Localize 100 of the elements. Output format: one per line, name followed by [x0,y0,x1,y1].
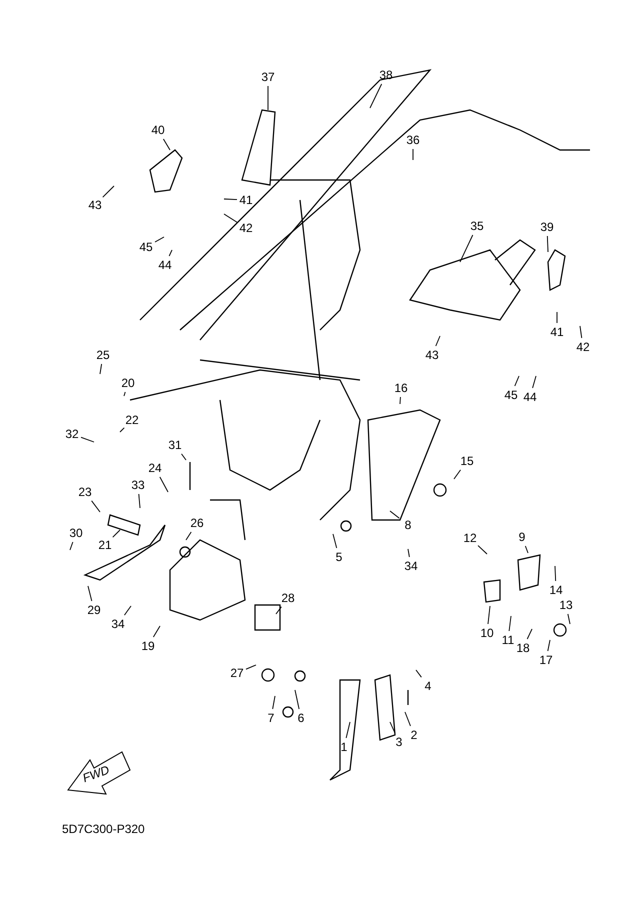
leader-line [524,546,528,554]
leader-line [416,670,422,678]
callout-number: 2 [410,728,418,742]
leader-line [547,640,550,652]
callout-number: 33 [130,478,146,492]
callout-number: 16 [393,381,409,395]
leader-line [546,236,548,252]
callout-number: 42 [238,221,254,235]
leader-line [346,722,350,738]
direction-label: FWD [80,762,112,786]
leader-line [100,364,102,374]
callout-number: 41 [549,325,565,339]
leader-line [159,476,168,492]
callout-number: 43 [424,348,440,362]
leader-line [88,586,92,602]
leader-line [554,566,556,582]
leader-line [138,494,140,508]
leader-line [508,616,512,632]
leader-line [412,148,414,160]
callout-number: 43 [87,198,103,212]
leader-line [276,606,282,614]
callout-number: 27 [229,666,245,680]
leader-line [70,542,74,550]
callout-number: 39 [539,220,555,234]
callout-number: 11 [500,633,516,647]
callout-number: 24 [147,461,163,475]
leader-line [332,534,338,548]
callout-number: 19 [140,639,156,653]
callout-number: 10 [479,626,495,640]
leader-line [488,606,490,624]
callout-number: 34 [403,559,419,573]
leader-line [532,376,536,388]
callout-number: 45 [138,240,154,254]
leader-line [124,392,126,396]
leader-line [168,250,172,256]
leader-line [390,722,396,734]
leader-line [246,664,256,670]
leader-line [294,690,300,710]
callout-number: 45 [503,388,519,402]
leader-line [408,548,410,558]
callout-number: 25 [95,348,111,362]
callout-number: 40 [150,123,166,137]
callout-number: 6 [296,711,306,725]
callout-number: 9 [518,530,526,544]
leader-line [272,696,276,710]
callout-number: 14 [548,583,564,597]
leader-line [186,532,192,540]
leader-line [370,84,382,108]
leader-line [460,234,474,262]
leader-line [390,510,400,519]
leader-line [514,376,520,386]
callout-number: 29 [86,603,102,617]
leader-line [112,530,120,538]
callout-number: 5 [334,550,344,564]
callout-number: 34 [110,617,126,631]
leader-line [580,326,582,338]
callout-number: 44 [157,258,173,272]
leader-line [478,545,488,554]
callout-number: 31 [167,438,183,452]
callout-number: 26 [189,516,205,530]
callout-number: 35 [469,219,485,233]
leader-line [556,312,558,324]
callout-number: 7 [266,711,276,725]
callout-number: 4 [424,679,432,693]
callout-number: 30 [68,526,84,540]
callout-number: 38 [378,68,394,82]
drawing-code: 5D7C300-P320 [62,822,145,836]
callout-number: 21 [97,538,113,552]
callout-number: 23 [77,485,93,499]
leader-line [567,614,570,624]
leader-line [91,500,100,512]
leader-line [162,138,170,150]
callout-number: 8 [404,518,412,532]
callout-number: 17 [538,653,554,667]
leader-line [152,626,160,638]
leader-line [435,336,440,346]
leader-line [120,427,125,432]
callout-number: 20 [120,376,136,390]
leader-line [102,186,114,198]
callout-number: 13 [558,598,574,612]
leader-line [124,606,132,616]
leader-line [80,436,94,442]
leader-line [224,214,238,223]
callout-number: 22 [124,413,140,427]
leader-line [224,198,238,200]
callout-number: 18 [515,641,531,655]
callout-number: 15 [459,454,475,468]
leader-line [454,469,461,480]
callout-number: 37 [260,70,276,84]
callout-number: 32 [64,427,80,441]
callout-number: 1 [340,740,348,754]
callout-number: 42 [575,340,591,354]
leader-line [154,236,164,242]
callout-number: 12 [462,531,478,545]
leader-line [181,453,186,460]
callout-number: 3 [394,735,404,749]
callout-number: 44 [522,390,538,404]
leader-line [526,628,532,640]
leader-line [400,396,401,404]
callout-number: 36 [405,133,421,147]
